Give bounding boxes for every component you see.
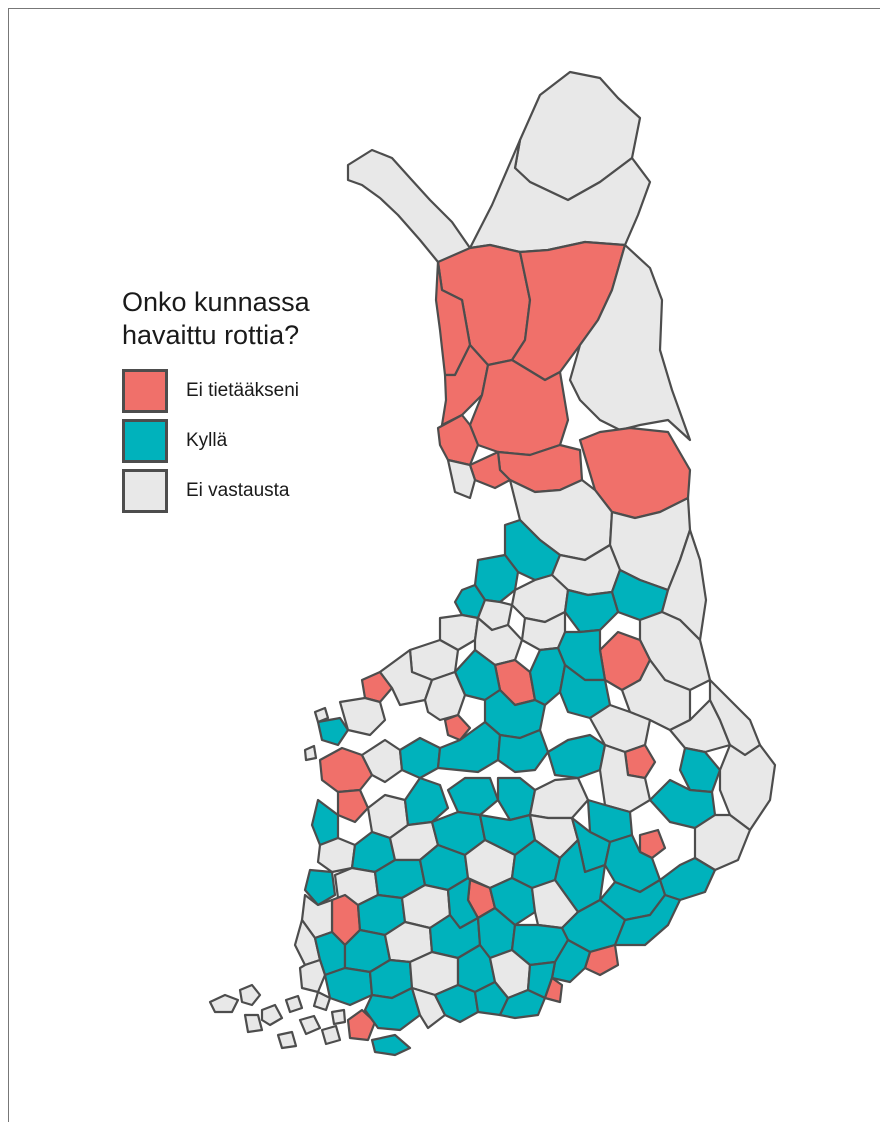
- region-north: [346, 70, 692, 520]
- municipality-rautjarvi: [658, 856, 717, 902]
- region-south: [293, 876, 682, 1057]
- archipelago-islands: [208, 706, 347, 1050]
- island-aland-5: [284, 994, 304, 1014]
- municipality-imatra: [613, 893, 682, 947]
- municipality-outokumpu: [638, 828, 667, 860]
- municipality-seinajoki-area: [318, 746, 374, 794]
- municipality-kotka: [543, 976, 564, 1004]
- legend-swatch-teal: [122, 419, 168, 463]
- legend-label: Kyllä: [186, 430, 228, 451]
- legend-title: Onko kunnassa havaittu rottia?: [122, 286, 310, 352]
- municipality-reisjarvi: [423, 670, 467, 722]
- island-aland-1: [208, 993, 240, 1014]
- legend-title-line1: Onko kunnassa: [122, 287, 310, 317]
- municipality-alajarvi: [398, 736, 442, 780]
- region-oulu: [438, 478, 712, 692]
- legend-item-kylla: Kyllä: [122, 416, 310, 466]
- municipality-juankoski: [623, 743, 657, 780]
- municipality-puolanka: [563, 588, 620, 634]
- island-coast-2: [303, 744, 318, 762]
- municipality-pori-north: [303, 868, 337, 907]
- municipality-pyhajarvi: [528, 646, 567, 707]
- municipality-tervola: [436, 413, 480, 467]
- municipality-suonenjoki: [528, 776, 590, 820]
- island-coast-3: [312, 990, 332, 1012]
- municipality-vaala: [520, 610, 567, 652]
- island-aland-7: [320, 1024, 342, 1046]
- island-aland-2: [238, 983, 262, 1007]
- municipality-raasepori: [363, 986, 422, 1032]
- region-west: [316, 638, 762, 757]
- legend-swatch-red: [122, 369, 168, 413]
- municipality-salla-area: [568, 243, 692, 442]
- island-aland-8: [276, 1030, 298, 1050]
- legend-label: Ei tietääkseni: [186, 380, 300, 401]
- municipality-turku: [323, 966, 374, 1007]
- legend-title-line2: havaittu rottia?: [122, 320, 300, 350]
- plot-frame: [8, 8, 880, 1122]
- municipality-parainen: [346, 1008, 377, 1042]
- legend: Onko kunnassa havaittu rottia? Ei tietää…: [122, 286, 310, 516]
- municipality-uusikaupunki: [298, 958, 327, 994]
- island-coast-1: [313, 706, 330, 724]
- island-aland-3: [260, 1003, 284, 1027]
- legend-label: Ei vastausta: [186, 480, 290, 501]
- municipality-lapua: [336, 788, 370, 824]
- municipality-keminmaa: [446, 458, 477, 500]
- municipality-vaasa-north: [316, 716, 350, 747]
- municipality-kauhajoki: [316, 836, 357, 874]
- municipality-juuka: [678, 746, 722, 794]
- legend-swatch-grey: [122, 469, 168, 513]
- municipality-espoo: [410, 986, 447, 1030]
- municipality-joensuu: [648, 778, 717, 830]
- municipality-hanko: [370, 1033, 412, 1057]
- municipality-enontekio: [346, 148, 472, 267]
- island-coast-4: [330, 1008, 347, 1026]
- municipality-jyvaskyla-north: [446, 776, 500, 817]
- island-aland-6: [298, 1014, 322, 1036]
- municipality-ilomantsi: [718, 743, 777, 832]
- municipality-kurikka: [310, 798, 340, 847]
- municipality-iisalmi: [546, 733, 607, 780]
- legend-item-ei-tietaakseni: Ei tietääkseni: [122, 366, 310, 416]
- municipality-kauhava-north: [443, 713, 472, 742]
- municipality-pernaja: [498, 988, 547, 1020]
- municipality-pihtipudas: [496, 728, 550, 774]
- island-aland-4: [243, 1013, 264, 1034]
- legend-item-ei-vastausta: Ei vastausta: [122, 466, 310, 516]
